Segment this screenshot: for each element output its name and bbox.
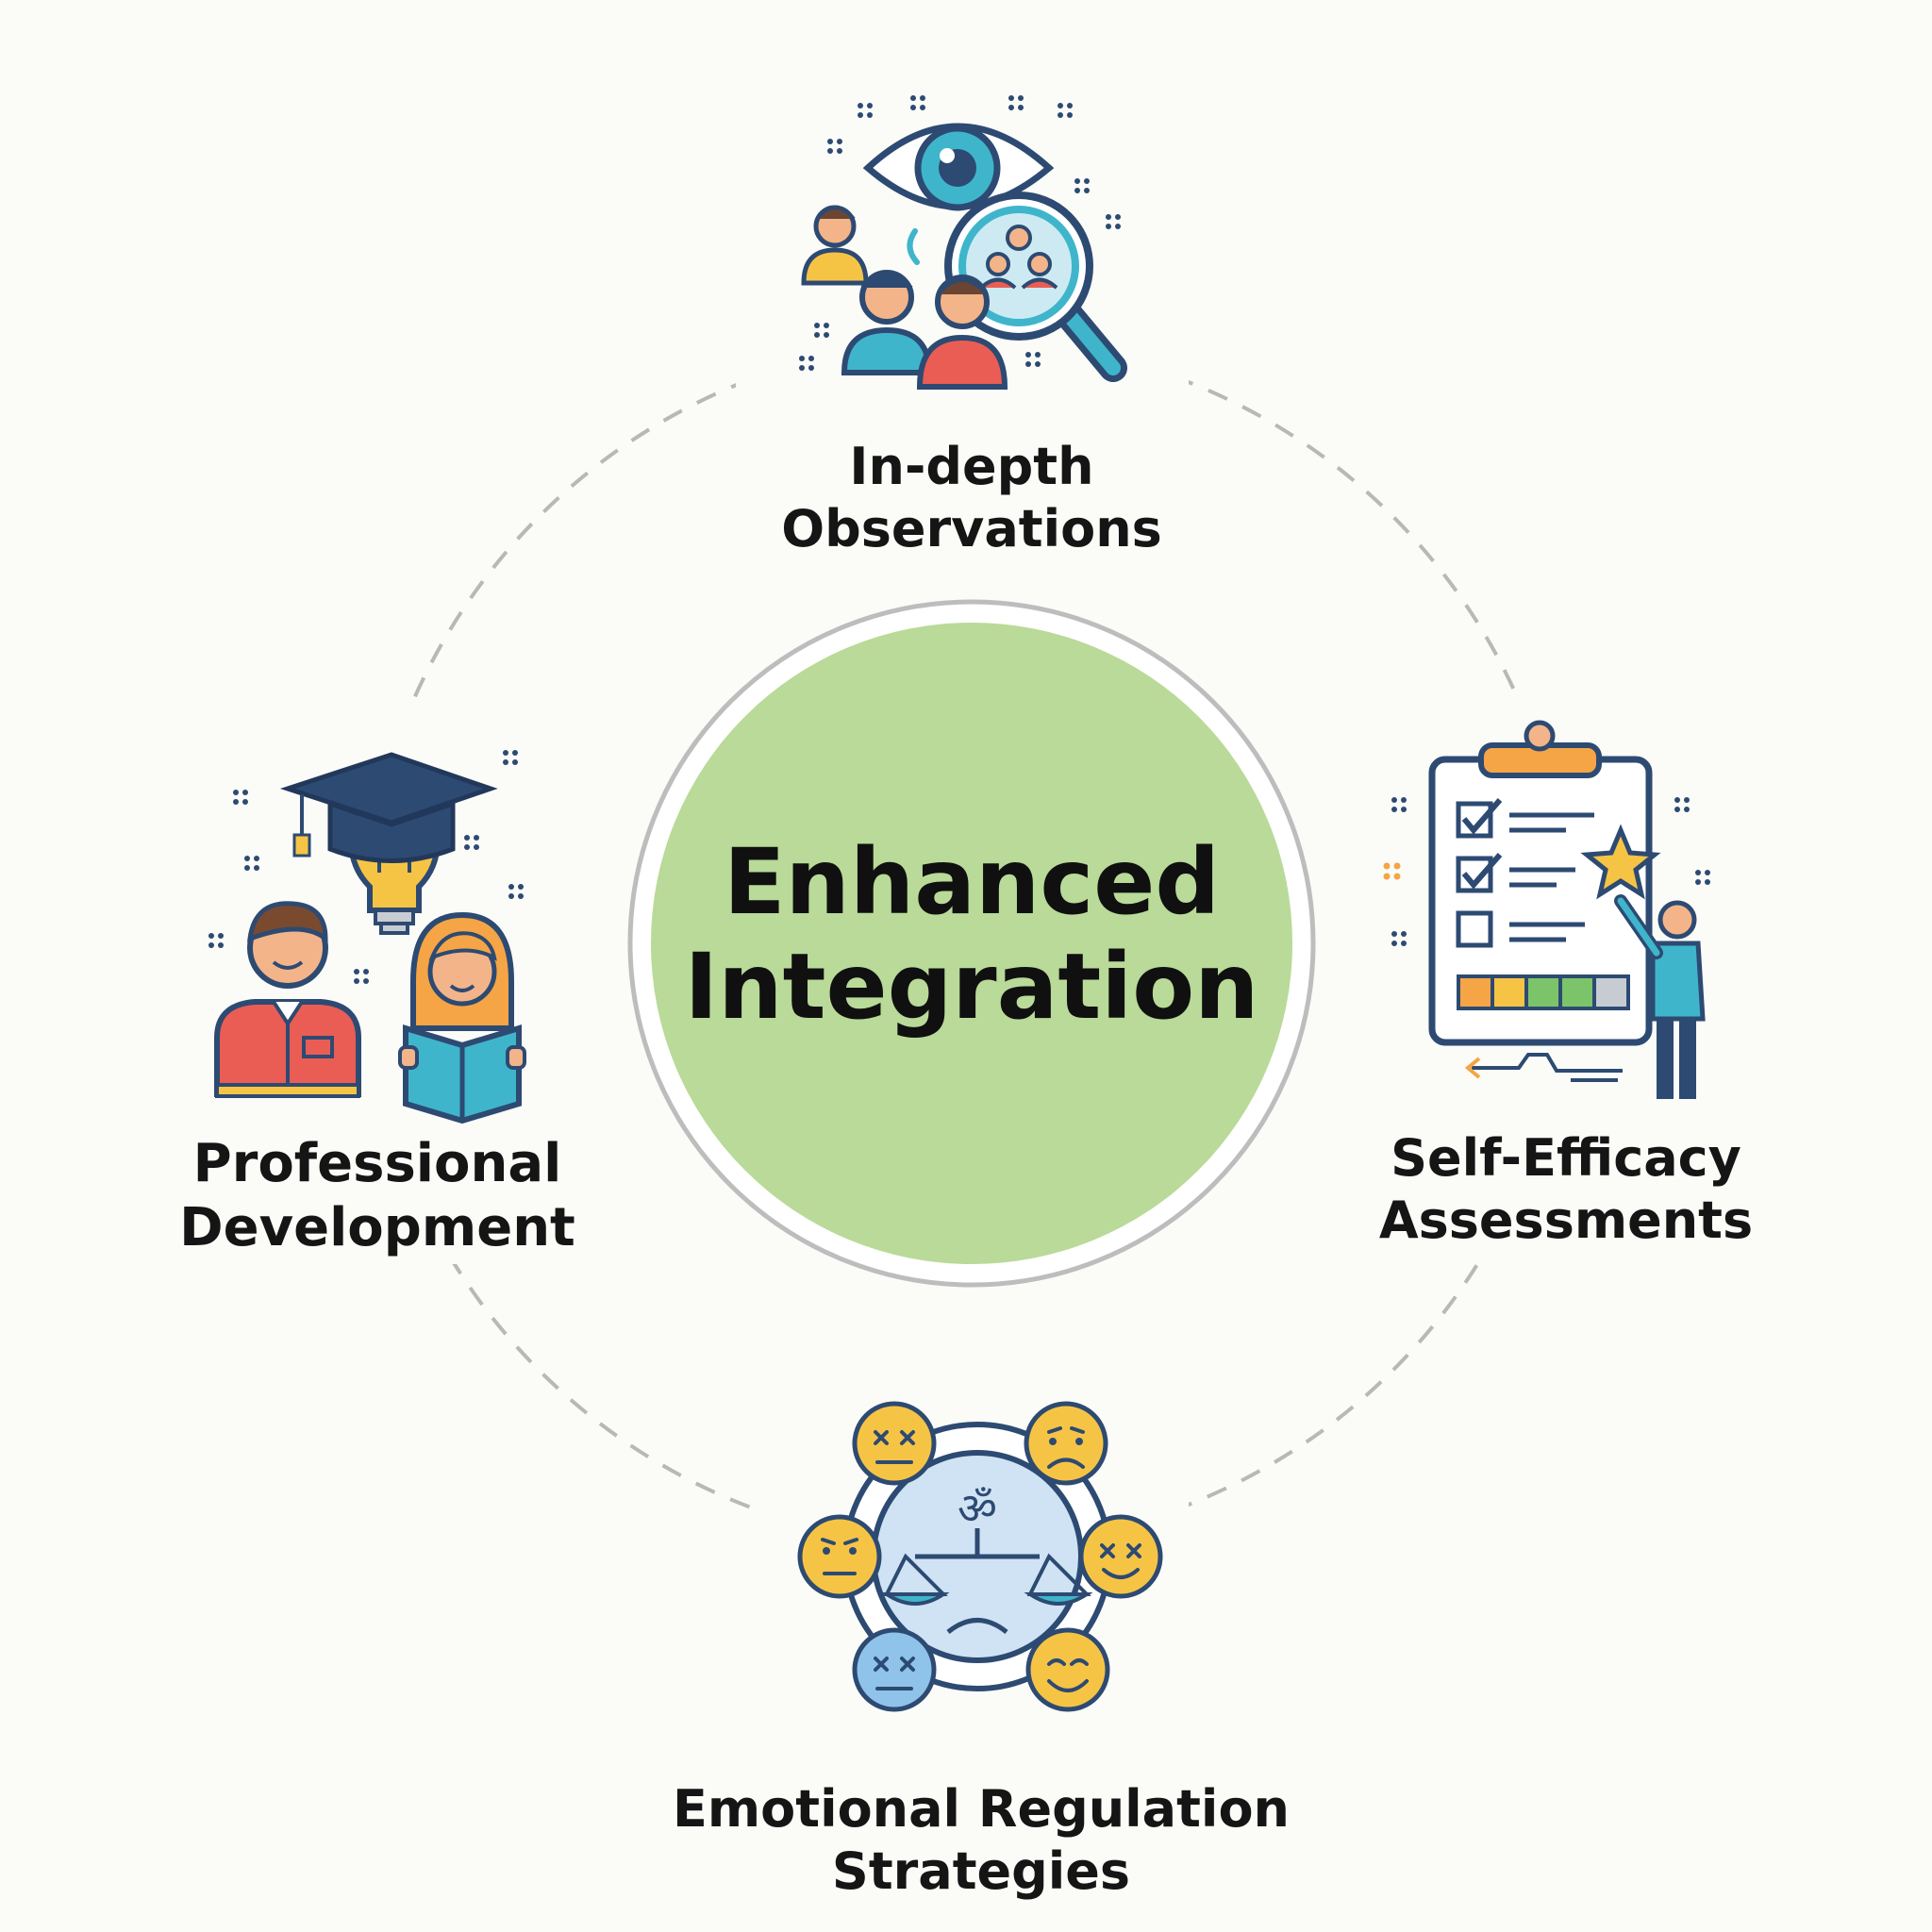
node-right-line1: Self-Efficacy — [1391, 1128, 1741, 1188]
hub-circle — [651, 623, 1292, 1264]
node-left-line1: Professional — [192, 1133, 562, 1194]
node-left-line2: Development — [179, 1197, 575, 1259]
graduation-lightbulb-people-icon — [208, 750, 526, 1124]
node-label-top: In-depth Observations — [717, 436, 1226, 560]
node-bottom-line1: Emotional Regulation — [673, 1779, 1290, 1839]
node-top-line1: In-depth — [849, 437, 1094, 496]
eye-magnifier-people-icon — [799, 95, 1127, 390]
hub-title: Enhanced Integration — [623, 829, 1321, 1041]
node-top-line2: Observations — [781, 498, 1162, 558]
node-bottom-line2: Strategies — [831, 1840, 1131, 1901]
node-label-right: Self-Efficacy Assessments — [1358, 1127, 1774, 1252]
node-right-line2: Assessments — [1378, 1190, 1754, 1250]
node-label-bottom: Emotional Regulation Strategies — [623, 1778, 1340, 1903]
gap-top — [736, 283, 1189, 566]
svg-text:ॐ: ॐ — [958, 1483, 997, 1534]
hub-title-line2: Integration — [684, 934, 1259, 1041]
clipboard-checklist-icon — [1383, 720, 1710, 1099]
hub-title-line1: Enhanced — [723, 829, 1221, 935]
node-label-left: Professional Development — [160, 1132, 594, 1261]
emotion-balance-icon: ॐ — [797, 1401, 1163, 1712]
